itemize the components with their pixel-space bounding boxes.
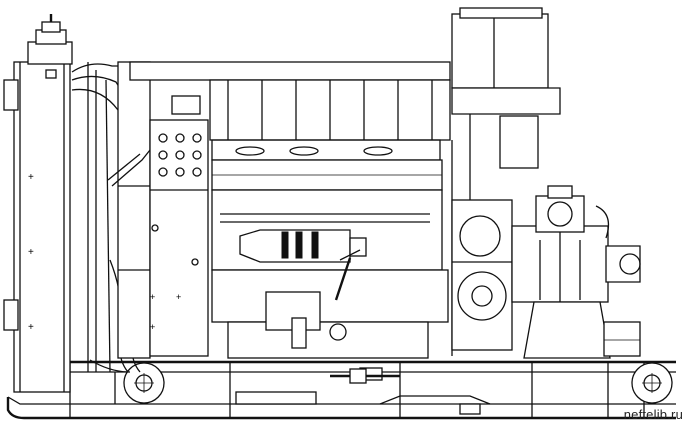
watermark: neftelib.ru <box>623 407 683 422</box>
svg-text:+: + <box>28 172 34 183</box>
wheel-left <box>123 362 165 404</box>
svg-text:+: + <box>150 322 155 332</box>
control-cabinet: + + + <box>107 61 209 359</box>
svg-text:+: + <box>150 292 155 302</box>
svg-text:+: + <box>28 322 34 333</box>
generator <box>511 185 641 359</box>
svg-text:+: + <box>28 247 34 258</box>
tow-linkage <box>330 368 491 415</box>
base-frame <box>6 360 676 420</box>
air-cleaner <box>451 7 561 356</box>
gauge-panel <box>158 133 202 177</box>
radiator: + + + <box>3 14 73 393</box>
flywheel-housing <box>451 199 513 351</box>
fuel-injection-pump <box>239 229 367 301</box>
svg-text:+: + <box>176 292 181 302</box>
wheel-right <box>631 362 673 404</box>
